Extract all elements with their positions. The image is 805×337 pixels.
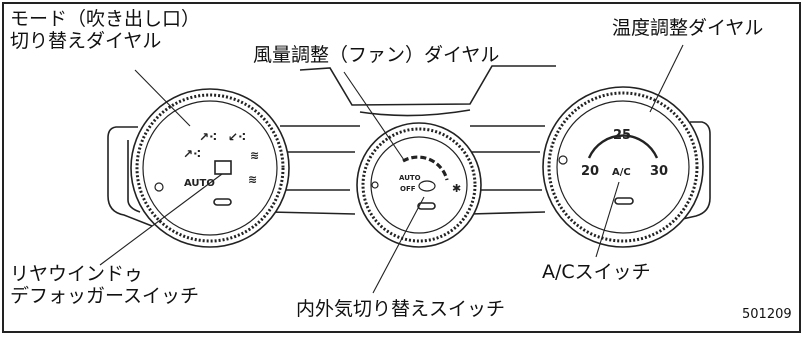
panel-trim-bottom	[269, 211, 546, 215]
mode-dial-callout: モード（吹き出し口） 切り替えダイヤル	[10, 8, 201, 53]
leader-ac-switch	[595, 181, 620, 258]
foot-vent-icon: ↗⁖	[183, 147, 201, 161]
mode-dial-face	[142, 100, 278, 236]
temp-scale-arc	[587, 134, 659, 159]
console-top-inner	[359, 109, 471, 117]
temp-dial-label: 温度調整ダイヤル	[612, 17, 764, 39]
fan-dial[interactable]: AUTO OFF ✱	[356, 122, 482, 248]
foot-defrost-icon: ≋	[250, 149, 259, 162]
diagram-frame	[2, 2, 801, 333]
recirculation-icon	[418, 180, 436, 192]
face-foot-vent-icon: ↙⁖	[228, 130, 246, 144]
rear-defogger-label-line1: リヤウインドゥ	[10, 263, 144, 285]
fan-auto-label: AUTO	[399, 174, 421, 182]
temp-dial-face	[556, 100, 690, 234]
temp-25-label: 25	[613, 128, 631, 143]
temp-20-label: 20	[581, 164, 599, 179]
rear-defogger-switch[interactable]	[213, 198, 232, 206]
mode-dial-label-line1: モード（吹き出し口）	[10, 8, 201, 30]
fan-icon: ✱	[452, 182, 461, 195]
temperature-dial[interactable]: 25 20 30 A/C	[542, 86, 704, 248]
rear-defrost-icon	[214, 160, 232, 175]
mode-dial-label-line2: 切り替えダイヤル	[10, 29, 162, 52]
face-vent-icon: ↗⁖	[199, 130, 217, 144]
leader-mode-dial	[134, 69, 191, 127]
rear-defogger-label-line2: デフォッガースイッチ	[10, 284, 200, 307]
leader-fan-dial	[343, 71, 405, 161]
fan-off-label: OFF	[400, 185, 416, 193]
mode-dial-pointer	[154, 182, 164, 192]
leader-rear-defogger	[99, 173, 223, 266]
ac-switch[interactable]	[614, 197, 634, 205]
windshield-defrost-icon: ≋	[248, 173, 257, 186]
rear-defogger-callout: リヤウインドゥ デフォッガースイッチ	[10, 263, 200, 308]
temp-ac-label: A/C	[612, 167, 631, 178]
panel-right-bezel	[659, 121, 711, 225]
figure-number: 501209	[742, 307, 792, 322]
mode-auto-label: AUTO	[184, 178, 215, 189]
temp-dial-pointer	[558, 155, 568, 165]
temp-30-label: 30	[650, 164, 668, 179]
console-top-outline	[299, 65, 556, 106]
recirculation-switch[interactable]	[417, 202, 436, 210]
fan-dial-label: 風量調整（ファン）ダイヤル	[253, 44, 500, 66]
leader-temp-dial	[649, 44, 684, 113]
ac-switch-label: A/Cスイッチ	[542, 261, 651, 283]
fan-speed-scale	[402, 155, 449, 181]
fan-dial-pointer	[371, 181, 379, 189]
panel-left-bezel	[107, 126, 153, 227]
recirc-switch-label: 内外気切り替えスイッチ	[296, 298, 506, 320]
mode-dial[interactable]: ↗⁖ ↙⁖ ↗⁖ ≋ ≋ AUTO	[130, 88, 290, 248]
leader-recirc-switch	[372, 196, 425, 294]
